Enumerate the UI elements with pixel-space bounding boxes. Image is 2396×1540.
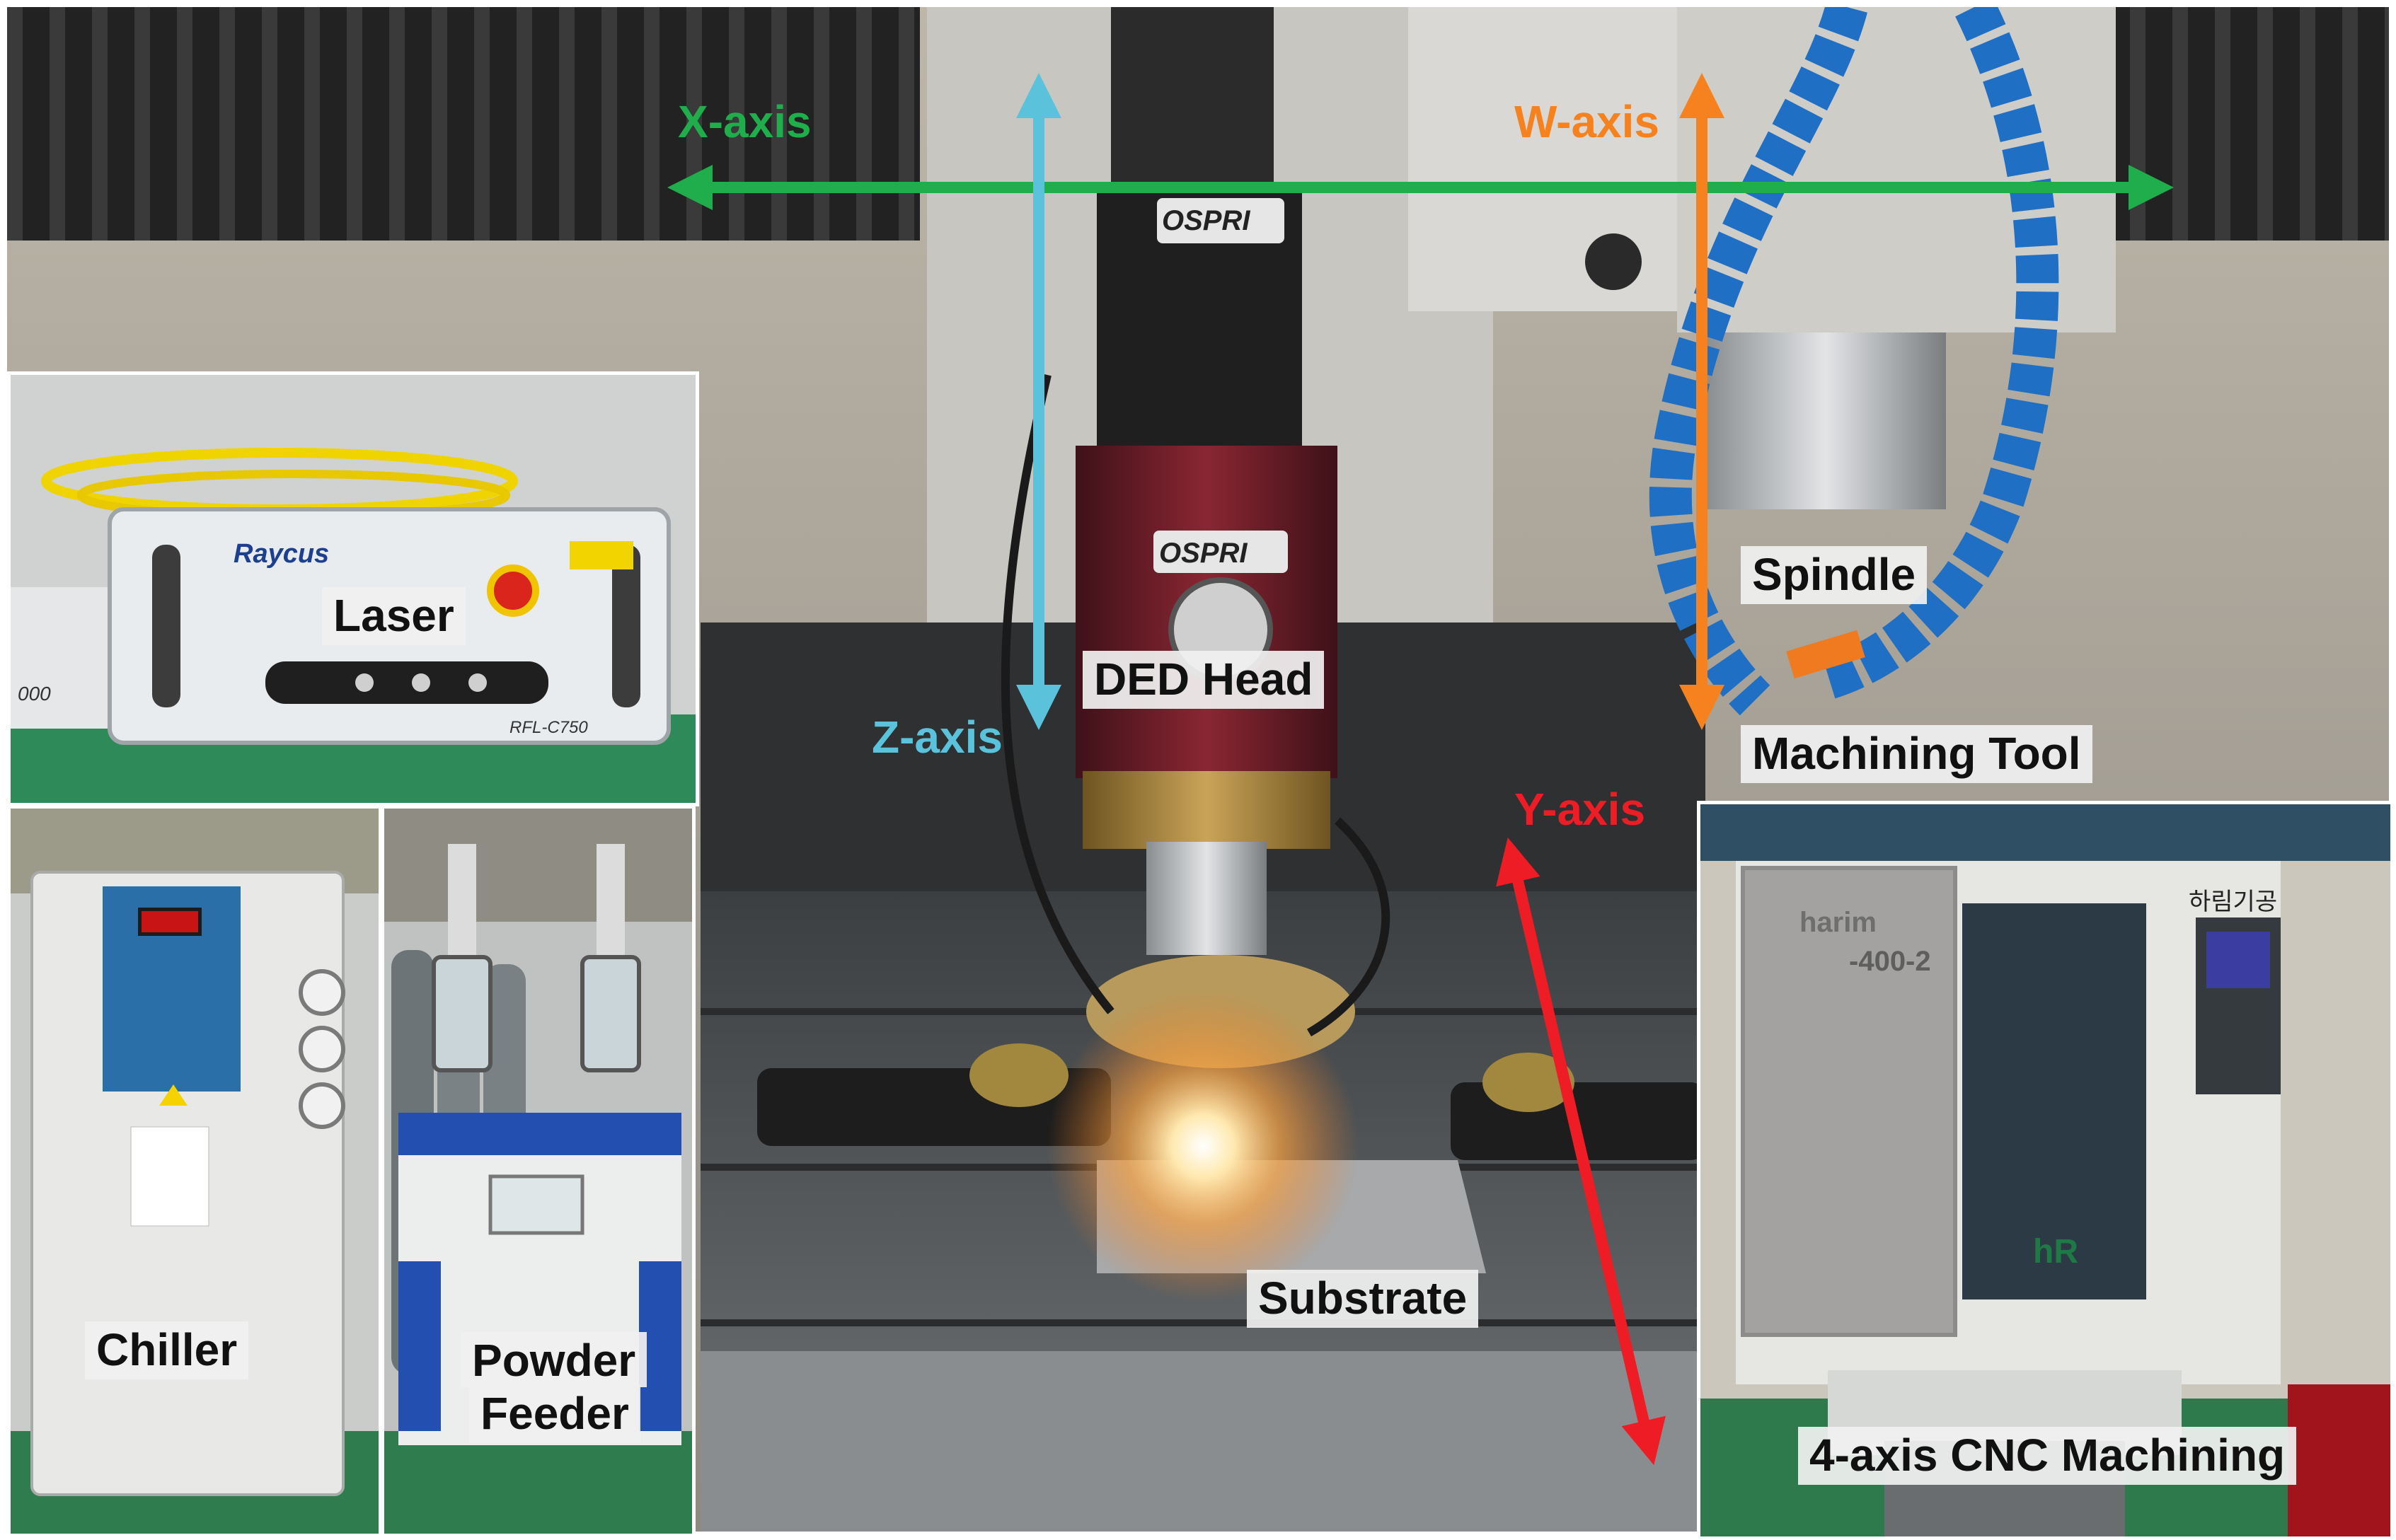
z-axis-label: Z-axis [872,712,1003,763]
cnc-maker-text: 하림기공 [2189,888,2278,916]
chiller-photo-panel: Chiller [7,805,382,1537]
x-axis-label: X-axis [678,96,812,147]
spindle-label: Spindle [1741,546,1928,604]
ded-head-brand-lower: OSPRI [1159,538,1248,569]
powder-feeder-label-line1: Powder [461,1332,647,1387]
laser-label: Laser [322,587,466,645]
machining-tool-label: Machining Tool [1741,725,2092,783]
substrate-label: Substrate [1247,1270,1479,1328]
cnc-photo-panel: harim -400-2 하림기공 hR 4-axis CNC Machinin… [1697,801,2394,1540]
laser-brand-text: Raycus [234,539,330,569]
cnc-brand-text: harim [1799,907,1877,938]
cnc-label: 4-axis CNC Machining [1798,1427,2297,1485]
w-axis-label: W-axis [1514,96,1659,147]
laser-model-text: RFL-C750 [509,718,588,737]
cnc-photo-scene [1700,804,2390,1536]
laser-side-unit-text: 000 [18,683,51,705]
cnc-logo-text: hR [2033,1233,2078,1270]
powder-feeder-photo-scene [384,809,692,1534]
chiller-label: Chiller [85,1321,249,1379]
cnc-model-text: -400-2 [1849,946,1931,977]
y-axis-label: Y-axis [1514,784,1646,835]
laser-photo-panel: Raycus RFL-C750 000 Laser [7,371,699,806]
chiller-photo-scene [11,809,379,1534]
ded-head-brand-upper: OSPRI [1162,205,1250,236]
powder-feeder-photo-panel: Powder Feeder [381,805,696,1537]
ded-head-label: DED Head [1083,651,1325,709]
powder-feeder-label-line2: Feeder [469,1385,640,1443]
